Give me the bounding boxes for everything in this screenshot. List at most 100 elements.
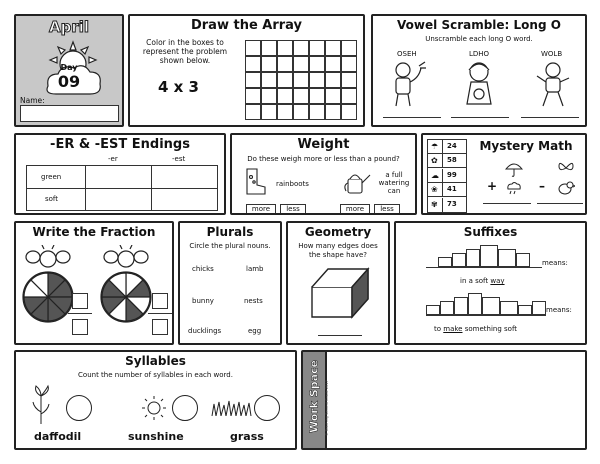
suffix-letter-box[interactable]	[500, 301, 518, 315]
array-cell[interactable]	[245, 88, 261, 104]
suffix-letter-box[interactable]	[452, 253, 466, 267]
symbol-key: ☂24✿58☁99❀41✾73	[427, 139, 467, 213]
array-cell[interactable]	[309, 56, 325, 72]
cell-soft-est[interactable]	[152, 189, 217, 210]
suffix-letter-box[interactable]	[498, 249, 516, 267]
column-est: -est	[172, 155, 186, 163]
suffix-letter-box[interactable]	[440, 301, 454, 315]
array-cell[interactable]	[277, 56, 293, 72]
edges-answer-line[interactable]	[318, 335, 362, 336]
array-cell[interactable]	[325, 88, 341, 104]
month-label: April	[48, 18, 90, 37]
array-cell[interactable]	[245, 56, 261, 72]
array-cell[interactable]	[325, 72, 341, 88]
plural-word-ducklings[interactable]: ducklings	[188, 327, 222, 335]
answer-line-1[interactable]	[383, 117, 441, 118]
numerator-box-1[interactable]	[72, 293, 88, 309]
suffix-letter-box[interactable]	[532, 301, 546, 315]
more-button-1[interactable]: more	[246, 204, 276, 213]
means-line-1[interactable]	[426, 267, 542, 268]
array-cell[interactable]	[245, 72, 261, 88]
answer-line-3[interactable]	[521, 117, 579, 118]
array-cell[interactable]	[293, 56, 309, 72]
array-cell[interactable]	[261, 72, 277, 88]
chick-icon	[558, 181, 575, 195]
plural-word-lamb[interactable]: lamb	[246, 265, 264, 273]
suffix-letter-box[interactable]	[516, 253, 530, 267]
array-cell[interactable]	[277, 40, 293, 56]
array-cell[interactable]	[293, 88, 309, 104]
suffix-letter-box[interactable]	[468, 293, 482, 315]
more-button-2[interactable]: more	[340, 204, 370, 213]
day-number: 09	[57, 72, 81, 91]
means-line-2[interactable]	[426, 315, 546, 316]
array-cell[interactable]	[309, 72, 325, 88]
array-cell[interactable]	[261, 56, 277, 72]
denominator-box-2[interactable]	[152, 319, 168, 335]
work-space-label: Work Space	[307, 359, 321, 434]
mystery-answer-2[interactable]	[537, 203, 583, 204]
plural-word-chicks[interactable]: chicks	[192, 265, 214, 273]
array-cell[interactable]	[341, 40, 357, 56]
syllable-answer-1[interactable]	[66, 395, 92, 421]
array-cell[interactable]	[277, 72, 293, 88]
array-cell[interactable]	[293, 72, 309, 88]
less-button-2[interactable]: less	[374, 204, 400, 213]
array-cell[interactable]	[261, 104, 277, 120]
suffix-boxes-1[interactable]	[438, 245, 538, 267]
plural-word-bunny[interactable]: bunny	[192, 297, 214, 305]
endings-table: green soft	[26, 165, 218, 211]
fraction-bar-2	[148, 313, 172, 314]
array-cell[interactable]	[325, 56, 341, 72]
cell-green-er[interactable]	[86, 166, 151, 188]
suffix-letter-box[interactable]	[426, 305, 440, 315]
cell-soft-er[interactable]	[86, 189, 151, 210]
array-cell[interactable]	[341, 72, 357, 88]
array-cell[interactable]	[309, 88, 325, 104]
array-cell[interactable]	[293, 104, 309, 120]
array-cell[interactable]	[293, 40, 309, 56]
array-grid[interactable]	[245, 40, 357, 120]
array-cell[interactable]	[309, 40, 325, 56]
syllable-answer-3[interactable]	[254, 395, 280, 421]
syllables-instructions: Count the number of syllables in each wo…	[78, 371, 233, 379]
suffix-letter-box[interactable]	[482, 297, 500, 315]
suffixes-box: Suffixes means: in a soft way means: to …	[394, 221, 587, 345]
array-cell[interactable]	[277, 88, 293, 104]
suffix-letter-box[interactable]	[454, 297, 468, 315]
name-field[interactable]	[20, 105, 119, 122]
array-cell[interactable]	[261, 40, 277, 56]
key-row: ☁99	[428, 168, 466, 183]
cell-green-est[interactable]	[152, 166, 217, 188]
suffix-letter-box[interactable]	[466, 249, 480, 267]
array-cell[interactable]	[325, 40, 341, 56]
syllable-word-grass: grass	[230, 430, 264, 443]
suffix-boxes-2[interactable]	[426, 293, 546, 315]
suffix-letter-box[interactable]	[480, 245, 498, 267]
key-row: ❀41	[428, 183, 466, 198]
work-space-box[interactable]: Work Space © Teaching Second Grade 2017	[301, 350, 587, 450]
denominator-box-1[interactable]	[72, 319, 88, 335]
suffix-letter-box[interactable]	[438, 257, 452, 267]
array-cell[interactable]	[261, 88, 277, 104]
numerator-box-2[interactable]	[152, 293, 168, 309]
mystery-answer-1[interactable]	[483, 203, 531, 204]
array-cell[interactable]	[277, 104, 293, 120]
syllable-answer-2[interactable]	[172, 395, 198, 421]
answer-line-2[interactable]	[451, 117, 509, 118]
section-title: Draw the Array	[190, 18, 303, 33]
array-cell[interactable]	[341, 104, 357, 120]
array-cell[interactable]	[245, 40, 261, 56]
array-cell[interactable]	[325, 104, 341, 120]
section-title: Syllables	[125, 354, 186, 368]
plural-word-egg[interactable]: egg	[248, 327, 262, 335]
plurals-instructions: Circle the plural nouns.	[189, 242, 271, 250]
plurals-box: Plurals Circle the plural nouns. chicks …	[178, 221, 282, 345]
suffix-letter-box[interactable]	[518, 305, 532, 315]
array-cell[interactable]	[245, 104, 261, 120]
less-button-1[interactable]: less	[280, 204, 306, 213]
array-cell[interactable]	[341, 88, 357, 104]
array-cell[interactable]	[341, 56, 357, 72]
array-cell[interactable]	[309, 104, 325, 120]
plural-word-nests[interactable]: nests	[244, 297, 263, 305]
